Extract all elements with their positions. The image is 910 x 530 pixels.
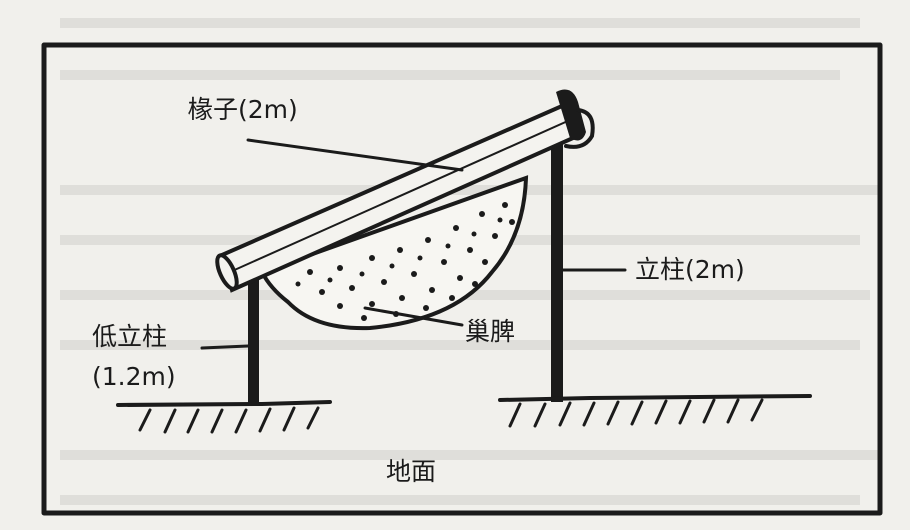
frame-border [41, 42, 883, 516]
rafter-end-left [215, 253, 239, 291]
rafter-end-right [556, 89, 586, 141]
short-post-label: 低立柱 [92, 322, 167, 351]
comb-label: 巢脾 [465, 317, 515, 346]
short-post-length-label: (1.2m) [92, 362, 176, 391]
rafter-leader [246, 138, 464, 172]
ground-label: 地面 [386, 457, 436, 486]
short-post-leader [200, 344, 250, 350]
short-post [248, 255, 259, 405]
comb-leader [363, 306, 464, 327]
rafter-tie [564, 108, 595, 149]
rafter-label: 椽子(2m) [188, 95, 298, 124]
comb [259, 175, 529, 331]
post-label: 立柱(2m) [635, 255, 745, 284]
rafter-inner-line [229, 119, 571, 273]
ground-line [116, 394, 812, 407]
ground-hatching [138, 398, 764, 434]
tall-post [551, 140, 563, 402]
